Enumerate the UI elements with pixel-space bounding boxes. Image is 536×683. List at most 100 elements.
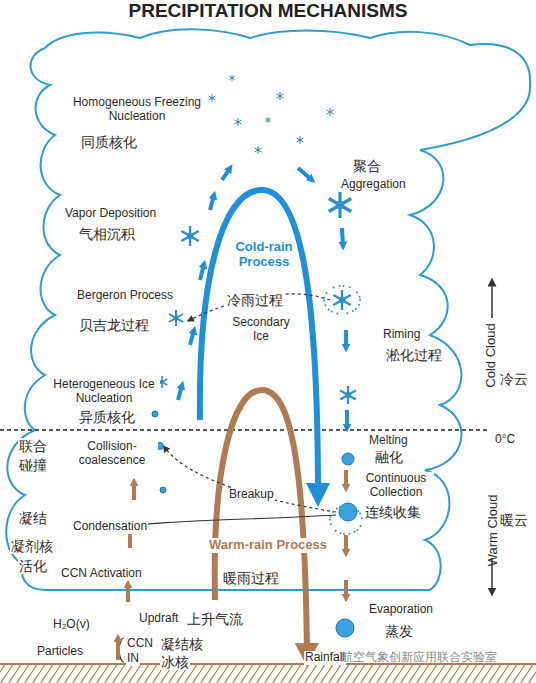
droplet-dot <box>336 508 338 510</box>
flow-arrows <box>118 168 347 660</box>
label: 融化 <box>374 449 404 465</box>
droplet-dot <box>329 518 331 520</box>
label: 暖雨过程 <box>222 570 280 586</box>
droplet-dot <box>359 296 361 298</box>
flow-arrow <box>342 228 343 246</box>
snowflake <box>169 310 183 326</box>
flow-arrow <box>298 168 312 180</box>
label: 活化 <box>18 558 48 574</box>
flow-arrow <box>126 584 130 602</box>
flow-arrow <box>190 330 194 345</box>
droplet-dot <box>336 313 338 315</box>
label: CCN Activation <box>60 567 143 581</box>
droplet-dot <box>354 531 356 533</box>
droplet-dot <box>340 532 342 534</box>
label: 冷雨过程 <box>226 292 284 308</box>
raindrop <box>342 453 354 465</box>
flow-arrow <box>344 580 348 598</box>
label: 凝结核 <box>160 636 204 652</box>
droplet-dot <box>356 291 358 293</box>
raindrop <box>339 503 357 521</box>
flow-arrow <box>200 264 204 280</box>
particle-brace <box>117 638 124 662</box>
label: 贝吉龙过程 <box>78 317 150 333</box>
snowflake <box>327 108 334 116</box>
droplet-dot <box>355 308 357 310</box>
label: 同质核化 <box>80 134 138 150</box>
flow-arrow <box>345 410 349 428</box>
snowflake <box>277 92 284 100</box>
snowflake <box>181 226 198 246</box>
raindrop <box>336 619 354 637</box>
label: 异质核化 <box>78 409 136 425</box>
breakup-arrow <box>165 448 336 512</box>
label: 冷云 <box>499 371 529 387</box>
label: 冰核 <box>160 654 190 670</box>
updraft-arrow <box>116 638 120 660</box>
droplet-dot <box>328 308 330 310</box>
label: H₂O(v) <box>52 618 91 632</box>
label: 0°C <box>494 433 516 447</box>
label: 凝剂核 <box>10 538 54 554</box>
label: Homogeneous Freezing Nucleation <box>70 96 204 124</box>
snowflake <box>333 290 350 310</box>
label: 蒸发 <box>384 623 414 639</box>
droplet-dot <box>339 285 341 287</box>
flow-arrow <box>344 470 348 488</box>
label: CCN <box>126 637 154 651</box>
label: Melting <box>368 434 409 448</box>
label: Warm Cloud <box>486 494 501 568</box>
droplet-dot <box>357 510 359 512</box>
droplet-dot <box>343 533 345 535</box>
ground <box>0 664 536 683</box>
label: Cold Cloud <box>484 322 499 388</box>
label: Collision-coalescence <box>66 440 158 468</box>
droplet-dot <box>330 515 332 517</box>
snowflake <box>265 117 270 123</box>
label: Secondary Ice <box>222 316 300 344</box>
flow-arrow <box>210 195 214 210</box>
flow-arrow <box>344 330 348 348</box>
label: Vapor Deposition <box>64 207 157 221</box>
label: 连续收集 <box>364 504 422 520</box>
droplet-dot <box>352 310 354 312</box>
snowflake <box>340 386 356 404</box>
droplet-dot <box>323 297 325 299</box>
freezing-level <box>0 429 488 430</box>
label: Particles <box>36 645 84 659</box>
droplet-dot <box>356 529 358 531</box>
label: Bergeron Process <box>76 289 174 303</box>
droplet-dot <box>332 511 334 513</box>
droplet-dot <box>325 292 327 294</box>
snowflake <box>329 192 352 218</box>
label: Continuous Collection <box>358 472 434 500</box>
droplet-dot <box>349 286 351 288</box>
label: Evaporation <box>368 603 434 617</box>
label: 暖云 <box>499 512 529 528</box>
droplet-dot <box>333 287 335 289</box>
snowflake <box>229 75 234 81</box>
flow-arrow <box>222 168 230 180</box>
label: IN <box>126 652 140 666</box>
snowflake <box>255 146 262 154</box>
flow-arrow <box>178 385 182 400</box>
label: Updraft <box>138 612 179 626</box>
label: 凝结 <box>18 510 48 526</box>
droplet-dot <box>346 312 348 314</box>
label: Rainfall <box>304 651 346 665</box>
droplet-dot <box>359 299 361 301</box>
label: Condensation <box>72 520 148 534</box>
droplet-dot <box>343 285 345 287</box>
label: 联合 <box>18 438 48 454</box>
raindrop <box>160 487 166 493</box>
label: 碰撞 <box>18 457 48 473</box>
label: Heterogeneous Ice Nucleation <box>48 378 160 406</box>
droplet-dot <box>335 530 337 532</box>
flow-arrow <box>132 482 136 500</box>
flow-arrow <box>344 535 348 553</box>
droplet-dot <box>331 310 333 312</box>
droplet-dot <box>361 517 363 519</box>
droplet-dot <box>323 300 325 302</box>
label: 聚合 <box>352 158 382 174</box>
label: Aggregation <box>340 178 407 192</box>
